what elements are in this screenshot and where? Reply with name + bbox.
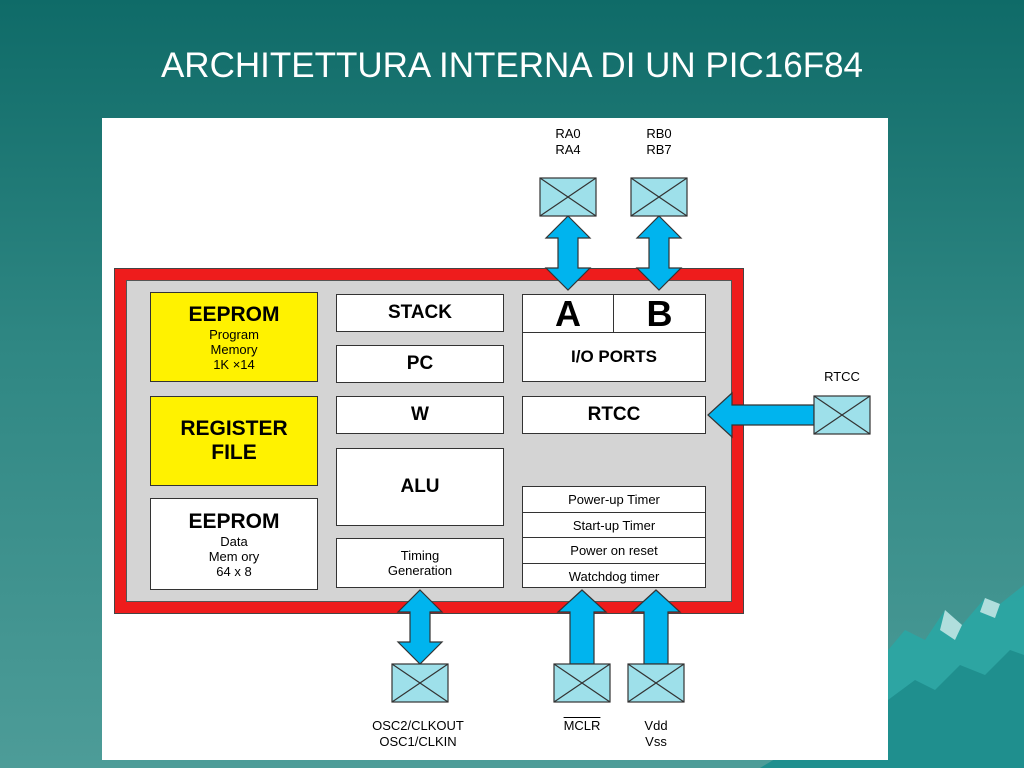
eeprom-program-line-2: Memory [210, 341, 258, 357]
pin-ra0-label: RA0 [555, 126, 581, 141]
power-up-timer: Power-up Timer [568, 492, 660, 507]
pin-osc-icon [391, 663, 449, 703]
watchdog-timer: Watchdog timer [523, 563, 705, 588]
timing-generation-block: Timing Generation [336, 538, 504, 588]
port-a-label: A [523, 293, 614, 334]
io-ports-block: A B I/O PORTS [522, 292, 706, 382]
eeprom-data-line-1: Data [220, 533, 248, 549]
eeprom-data-line-3: 64 x 8 [216, 563, 252, 579]
arrow-osc-bidirectional [396, 589, 444, 665]
eeprom-program-memory: EEPROM Program Memory 1K ×14 [150, 292, 318, 382]
pin-rtcc-label: RTCC [824, 369, 860, 384]
alu-block: ALU [336, 448, 504, 526]
eeprom-data-memory: EEPROM Data Mem ory 64 x 8 [150, 498, 318, 590]
timers-block: Power-up Timer Start-up Timer Power on r… [522, 486, 706, 588]
register-file-line-2: FILE [211, 441, 257, 464]
pin-ra-icon [539, 177, 597, 217]
pin-osc1-label: OSC1/CLKIN [379, 734, 457, 749]
pc-block: PC [336, 345, 504, 383]
arrow-mclr-input [556, 589, 608, 665]
eeprom-data-title: EEPROM [188, 509, 280, 533]
pin-vdd-label: Vdd [644, 718, 668, 733]
io-ports-label: I/O PORTS [571, 347, 657, 366]
start-up-timer: Start-up Timer [523, 512, 705, 537]
arrow-vdd-input [630, 589, 682, 665]
pin-rb-icon [630, 177, 688, 217]
io-ports-ab-row: A B [523, 292, 705, 334]
pin-rb0-label: RB0 [646, 126, 672, 141]
diagram-panel: EEPROM Program Memory 1K ×14 REGISTER FI… [102, 118, 888, 760]
rtcc-block: RTCC [522, 396, 706, 434]
eeprom-program-title: EEPROM [188, 302, 280, 326]
pin-osc2-label: OSC2/CLKOUT [372, 718, 464, 733]
pin-mclr-label: MCLR [563, 718, 601, 733]
eeprom-data-line-2: Mem ory [208, 548, 260, 564]
register-file-line-1: REGISTER [180, 417, 288, 440]
pin-rb7-label: RB7 [646, 142, 672, 157]
pin-mclr-icon [553, 663, 611, 703]
pin-vss-label: Vss [645, 734, 667, 749]
w-block: W [336, 396, 504, 434]
pin-rtcc-icon [813, 395, 871, 435]
port-b-label: B [646, 292, 673, 334]
pin-ra4-label: RA4 [555, 142, 581, 157]
eeprom-program-line-3: 1K ×14 [213, 356, 255, 372]
register-file: REGISTER FILE [150, 396, 318, 486]
timing-line-2: Generation [387, 563, 453, 578]
connections-layer [391, 177, 871, 703]
pin-vdd-icon [627, 663, 685, 703]
stack-block: STACK [336, 294, 504, 332]
timing-line-1: Timing [400, 548, 440, 563]
slide-title: ARCHITETTURA INTERNA DI UN PIC16F84 [160, 46, 864, 85]
arrow-ra-bidirectional [544, 215, 592, 291]
arrow-rtcc-input [707, 391, 815, 439]
power-on-reset: Power on reset [523, 537, 705, 563]
arrow-rb-bidirectional [635, 215, 683, 291]
eeprom-program-line-1: Program [209, 326, 259, 342]
